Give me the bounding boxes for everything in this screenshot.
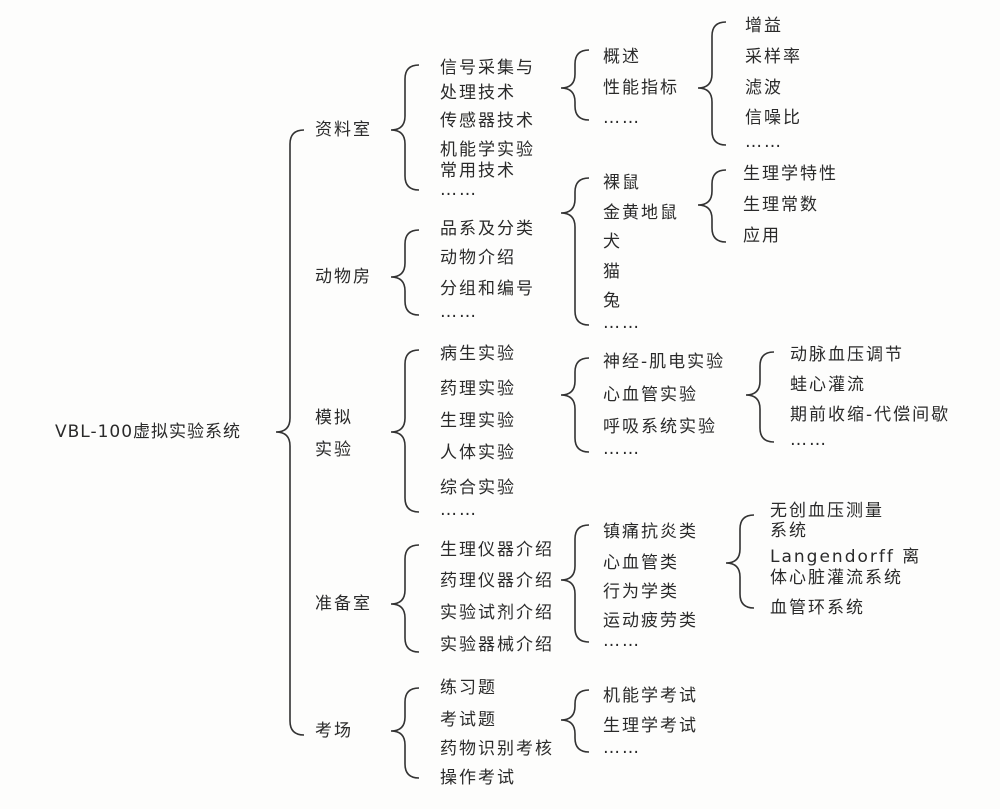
node-xingneng-item: 增益 xyxy=(745,16,783,36)
curly-brace xyxy=(745,351,775,443)
node-moni-item: 人体实验 xyxy=(440,443,516,463)
node-zhunbeishi-item: 药理仪器介绍 xyxy=(440,571,554,591)
node-xingneng-item: 滤波 xyxy=(745,78,783,98)
node-kaochang: 考场 xyxy=(315,721,353,741)
curly-brace xyxy=(725,514,755,609)
node-xxgl-item: 体心脏灌流系统 xyxy=(770,568,903,588)
node-moni-item: …… xyxy=(440,500,478,520)
node-xinxueguan-item: 蛙心灌流 xyxy=(790,375,866,395)
node-yaoli-item: 行为学类 xyxy=(603,582,679,602)
node-xinhao-item: 性能指标 xyxy=(603,78,679,98)
curly-brace xyxy=(390,687,420,779)
node-dongwu-item: 兔 xyxy=(603,291,622,311)
node-xingneng-item: 信噪比 xyxy=(745,108,802,128)
node-moni-item: 病生实验 xyxy=(440,344,516,364)
node-yaoli-item: 心血管类 xyxy=(603,553,679,573)
node-zhunbeishi: 准备室 xyxy=(315,594,372,614)
node-ziliaoshi-item: 处理技术 xyxy=(440,83,516,103)
node-kaochang-item: 考试题 xyxy=(440,710,497,730)
node-kaoshi-item: 生理学考试 xyxy=(603,716,698,736)
node-zhunbeishi-item: 实验器械介绍 xyxy=(440,635,554,655)
node-xxgl-item: Langendorff 离 xyxy=(770,547,922,567)
node-dongwufang: 动物房 xyxy=(315,267,372,287)
node-dishu-item: 应用 xyxy=(743,226,781,246)
node-dongwu-item: …… xyxy=(603,313,641,333)
node-moni: 模拟 xyxy=(315,408,353,428)
root-node: VBL-100虚拟实验系统 xyxy=(55,422,242,442)
node-dishu-item: 生理学特性 xyxy=(743,164,838,184)
curly-brace xyxy=(560,357,590,453)
curly-brace xyxy=(390,229,420,316)
node-kaochang-item: 操作考试 xyxy=(440,768,516,788)
node-kaochang-item: 药物识别考核 xyxy=(440,739,554,759)
node-shengli-item: 神经-肌电实验 xyxy=(603,352,726,372)
node-yaoli-item: …… xyxy=(603,631,641,651)
node-dongwufang-item: 分组和编号 xyxy=(440,279,535,299)
node-dongwufang-item: …… xyxy=(440,302,478,322)
node-xingneng-item: …… xyxy=(745,132,783,152)
curly-brace xyxy=(560,177,590,326)
node-ziliaoshi-item: 常用技术 xyxy=(440,161,516,181)
node-ziliaoshi: 资料室 xyxy=(315,120,372,140)
node-xinxueguan-item: …… xyxy=(790,430,828,450)
node-dongwu-item: 金黄地鼠 xyxy=(603,203,679,223)
node-xingneng-item: 采样率 xyxy=(745,47,802,67)
node-shengli-item: 心血管实验 xyxy=(603,385,698,405)
node-xinhao-item: …… xyxy=(603,108,641,128)
node-moni-item: 药理实验 xyxy=(440,379,516,399)
curly-brace xyxy=(560,524,590,643)
node-dishu-item: 生理常数 xyxy=(743,195,819,215)
curly-brace xyxy=(697,21,727,146)
node-xinhao-item: 概述 xyxy=(603,47,641,67)
node-xinxueguan-item: 期前收缩-代偿间歇 xyxy=(790,405,951,425)
curly-brace xyxy=(560,689,590,753)
node-kaoshi-item: …… xyxy=(603,738,641,758)
node-kaoshi-item: 机能学考试 xyxy=(603,686,698,706)
node-kaochang-item: 练习题 xyxy=(440,678,497,698)
node-ziliaoshi-item: …… xyxy=(440,180,478,200)
node-dongwufang-item: 动物介绍 xyxy=(440,248,516,268)
node-moni-item: 生理实验 xyxy=(440,411,516,431)
node-zhunbeishi-item: 实验试剂介绍 xyxy=(440,603,554,623)
node-xxgl-item: 无创血压测量 xyxy=(770,501,884,521)
node-shengli-item: …… xyxy=(603,439,641,459)
curly-brace xyxy=(390,64,420,191)
node-dongwufang-item: 品系及分类 xyxy=(440,219,535,239)
node-ziliaoshi-item: 机能学实验 xyxy=(440,140,535,160)
node-shiyan: 实验 xyxy=(315,440,353,460)
curly-brace xyxy=(275,129,305,736)
node-yaoli-item: 运动疲劳类 xyxy=(603,611,698,631)
curly-brace xyxy=(390,349,420,513)
node-xxgl-item: 系统 xyxy=(770,521,808,541)
node-dongwu-item: 犬 xyxy=(603,232,622,252)
node-ziliaoshi-item: 信号采集与 xyxy=(440,58,535,78)
node-shengli-item: 呼吸系统实验 xyxy=(603,417,717,437)
node-xxgl-item: 血管环系统 xyxy=(770,598,865,618)
node-xinxueguan-item: 动脉血压调节 xyxy=(790,345,904,365)
node-dongwu-item: 猫 xyxy=(603,262,622,282)
curly-brace xyxy=(390,544,420,653)
curly-brace xyxy=(697,169,727,243)
node-moni-item: 综合实验 xyxy=(440,478,516,498)
curly-brace xyxy=(560,49,590,121)
node-zhunbeishi-item: 生理仪器介绍 xyxy=(440,540,554,560)
node-yaoli-item: 镇痛抗炎类 xyxy=(603,522,698,542)
node-dongwu-item: 裸鼠 xyxy=(603,173,641,193)
node-ziliaoshi-item: 传感器技术 xyxy=(440,111,535,131)
